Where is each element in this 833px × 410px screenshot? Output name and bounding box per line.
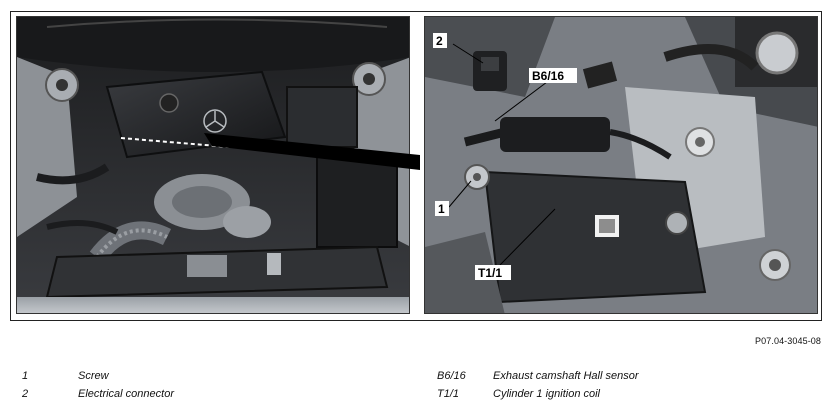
closeup-photo: 2 B6/16 1 T1/1 (424, 16, 818, 314)
legend-text: Electrical connector (78, 388, 174, 400)
legend-text: Cylinder 1 ignition coil (493, 388, 600, 400)
legend-text: Screw (78, 370, 109, 382)
engine-bay-illustration (17, 17, 409, 313)
callout-b6-16: B6/16 (532, 69, 564, 83)
callout-t1-1: T1/1 (478, 266, 502, 280)
engine-bay-photo (16, 16, 410, 314)
legend-code: 1 (22, 370, 29, 382)
callout-1: 1 (438, 202, 445, 216)
closeup-illustration: 2 B6/16 1 T1/1 (425, 17, 817, 313)
legend-code: 2 (22, 388, 29, 400)
callout-2: 2 (436, 34, 443, 48)
legend-text: Exhaust camshaft Hall sensor (493, 370, 639, 382)
legend-code: T1/1 (437, 388, 460, 400)
legend-code: B6/16 (437, 370, 466, 382)
figure-reference: P07.04-3045-08 (755, 336, 821, 346)
